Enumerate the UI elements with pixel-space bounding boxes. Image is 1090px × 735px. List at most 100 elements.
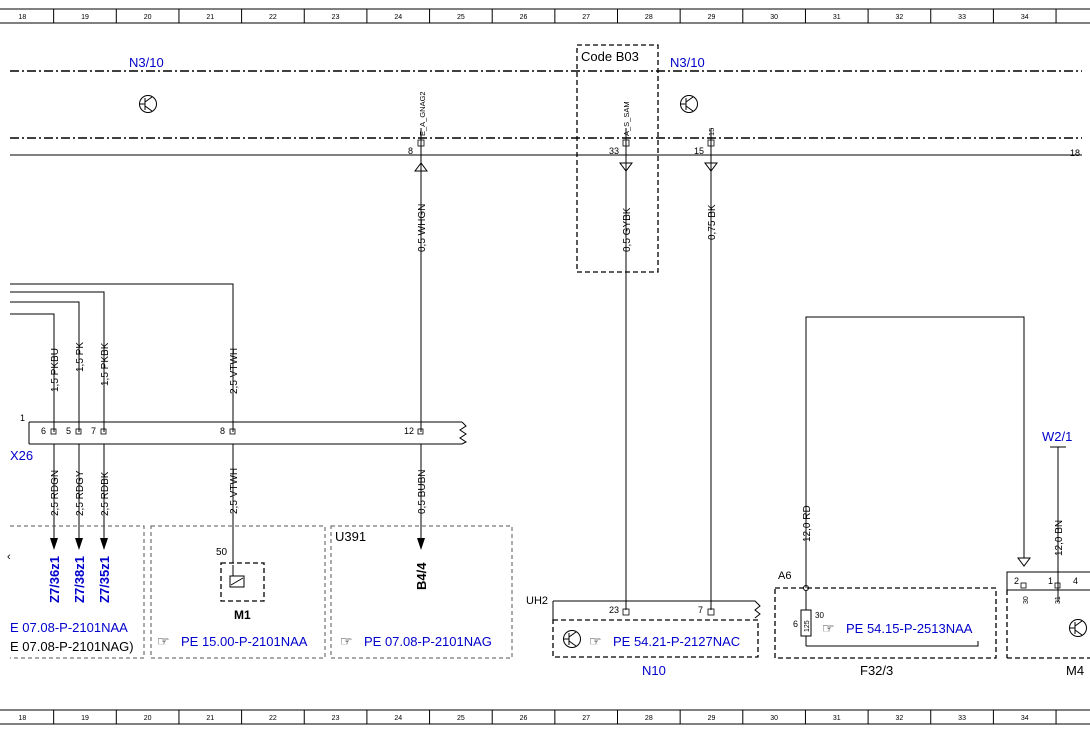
m4-pin-31: 31 xyxy=(1055,596,1062,604)
f32-rating: 125 xyxy=(804,620,811,632)
ruler-column-label: 22 xyxy=(269,715,277,722)
wire-label-pkbk: 1,5 PKBK xyxy=(100,342,111,386)
u391-label: U391 xyxy=(335,529,366,544)
pin-marker xyxy=(707,608,715,616)
wire-rd-loop xyxy=(805,316,1025,588)
n3-right-label[interactable]: N3/10 xyxy=(670,55,705,70)
ruler-column-label: 32 xyxy=(896,14,904,21)
n10-box xyxy=(552,619,759,658)
transistor-icon xyxy=(1069,619,1087,637)
m4-label: M4 xyxy=(1066,663,1084,678)
wire-pkbu xyxy=(10,313,55,432)
ruler-column-label: 20 xyxy=(144,715,152,722)
pin-marker xyxy=(50,428,57,435)
pin-marker xyxy=(1054,582,1061,589)
ruler-column-label: 33 xyxy=(958,14,966,21)
ref-pe-f32[interactable]: PE 54.15-P-2513NAA xyxy=(846,621,973,636)
arrow-down-icon xyxy=(100,538,108,550)
fuse-return xyxy=(806,641,979,647)
m4-pin-2: 2 xyxy=(1014,576,1019,586)
code-b03-label-bg xyxy=(579,47,656,65)
ref-z7-35z1[interactable]: Z7/35z1 xyxy=(97,556,112,603)
ref-pe-n10[interactable]: PE 54.21-P-2127NAC xyxy=(613,634,740,649)
ruler-column-label: 27 xyxy=(582,14,590,21)
arrow-down-icon xyxy=(417,538,425,550)
m4-top-edge xyxy=(1006,571,1090,590)
x26-pin-12: 12 xyxy=(404,426,414,436)
arrow-down-icon xyxy=(75,538,83,550)
x26-connector xyxy=(28,421,467,445)
x26-pin-7: 7 xyxy=(91,426,96,436)
ruler-column-label: 31 xyxy=(833,715,841,722)
pin-name-e-a-gnag2: E_A_GNAG2 xyxy=(418,91,427,136)
ruler-column-label: 26 xyxy=(520,14,528,21)
ref-pe-left-2: E 07.08-P-2101NAG) xyxy=(10,639,134,654)
f32-label: F32/3 xyxy=(860,663,893,678)
ruler-column-label: 18 xyxy=(18,715,26,722)
uh2-bus xyxy=(553,600,761,619)
ruler-column-label: 23 xyxy=(332,14,340,21)
relay-coil-icon xyxy=(229,575,245,588)
ref-b4-4: B4/4 xyxy=(414,562,429,590)
ruler-column-label: 34 xyxy=(1021,715,1029,722)
pointing-hand-icon: ☞ xyxy=(340,633,353,649)
m4-pin-1: 1 xyxy=(1048,576,1053,586)
ruler-column-label: 24 xyxy=(394,14,402,21)
pin-marker xyxy=(622,139,630,147)
m1-label: M1 xyxy=(234,608,251,622)
x26-pin-5: 5 xyxy=(66,426,71,436)
arrow-down-icon xyxy=(50,538,58,550)
ruler-column-label: 29 xyxy=(708,715,716,722)
pin-number-33: 33 xyxy=(609,146,619,156)
ref-pe-u391[interactable]: PE 07.08-P-2101NAG xyxy=(364,634,492,649)
group-u391-box xyxy=(330,525,513,659)
ruler-column-label: 28 xyxy=(645,14,653,21)
transistor-icon xyxy=(680,95,698,113)
ruler-column-label: 25 xyxy=(457,715,465,722)
ruler-column-label: 21 xyxy=(206,14,214,21)
ruler-column-label: 31 xyxy=(833,14,841,21)
ruler-column-label: 27 xyxy=(582,715,590,722)
wire-label-pkbu: 1,5 PKBU xyxy=(50,348,61,392)
ref-z7-38z1[interactable]: Z7/38z1 xyxy=(72,556,87,603)
ref-pe-m1[interactable]: PE 15.00-P-2101NAA xyxy=(181,634,308,649)
bottom-ruler xyxy=(0,709,1090,725)
ruler-column-label: 26 xyxy=(520,715,528,722)
code-b03-label: Code B03 xyxy=(581,49,639,64)
pin-marker xyxy=(100,428,107,435)
pin-marker xyxy=(622,608,630,616)
ruler-column-label: 29 xyxy=(708,14,716,21)
m4-pin-4: 4 xyxy=(1073,576,1078,586)
pin-number-8: 8 xyxy=(408,146,413,156)
wire-label-gybk: 0,5 GYBK xyxy=(622,207,633,252)
pin-marker xyxy=(1020,582,1027,589)
pin-marker xyxy=(417,428,424,435)
m4-pin-30: 30 xyxy=(1023,596,1030,604)
ruler-column-label: 22 xyxy=(269,14,277,21)
wire-label-bk: 0,75 BK xyxy=(707,204,718,240)
ref-pe-left-1[interactable]: E 07.08-P-2101NAA xyxy=(10,620,128,635)
transistor-icon xyxy=(563,630,581,648)
wire-label-pk: 1,5 PK xyxy=(75,342,86,372)
pointing-hand-icon: ☞ xyxy=(822,620,835,636)
pin-marker xyxy=(75,428,82,435)
wire-label-vtwh-bot: 2,5 VTWH xyxy=(229,468,240,514)
wire-label-whgn: 0,5 WHGN xyxy=(417,204,428,252)
code-b03-box xyxy=(576,44,659,273)
pin-number-18: 18 xyxy=(1070,148,1080,158)
ruler-column-label: 25 xyxy=(457,14,465,21)
n10-pin-23: 23 xyxy=(609,605,619,615)
cut-mark: ‹ xyxy=(7,551,11,563)
n10-label[interactable]: N10 xyxy=(642,663,666,678)
ruler-column-label: 24 xyxy=(394,715,402,722)
n3-left-label[interactable]: N3/10 xyxy=(129,55,164,70)
m1-box xyxy=(220,562,265,602)
w21-label[interactable]: W2/1 xyxy=(1042,429,1072,444)
ref-z7-36z1[interactable]: Z7/36z1 xyxy=(47,556,62,603)
x26-pin-6: 6 xyxy=(41,426,46,436)
x26-label[interactable]: X26 xyxy=(10,448,33,463)
x26-pin-1: 1 xyxy=(20,413,25,423)
